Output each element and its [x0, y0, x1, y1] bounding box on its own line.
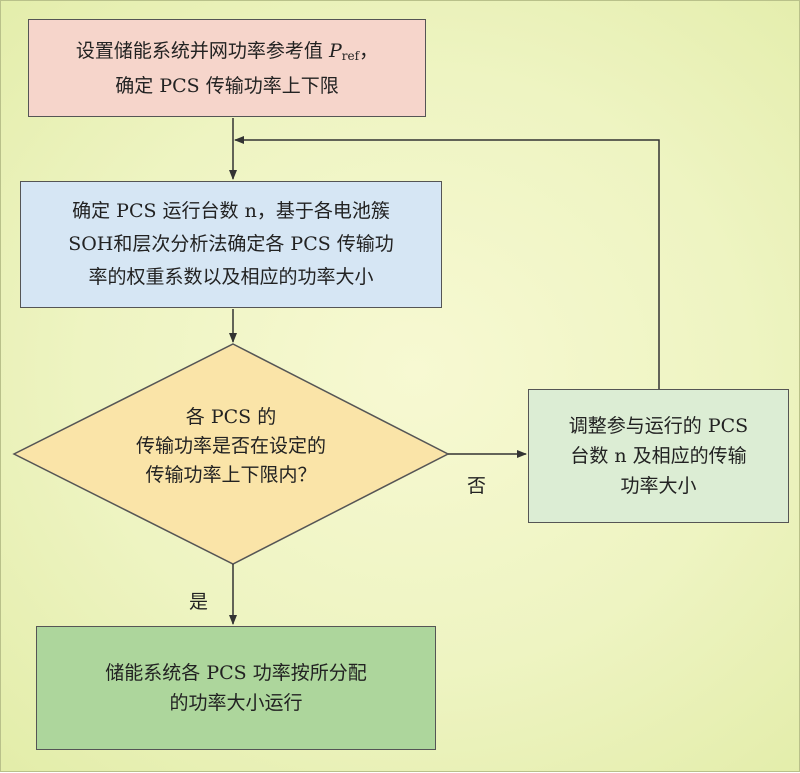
yes-branch-label: 是: [189, 591, 209, 613]
run-allocated-box: 储能系统各 PCS 功率按所分配 的功率大小运行: [36, 626, 436, 750]
arrow-box3-loop-back: [234, 136, 660, 389]
adjust-count-text: 调整参与运行的 PCS 台数 n 及相应的传输 功率大小: [568, 415, 749, 497]
p-ref-symbol: Pref: [328, 39, 360, 63]
set-reference-line1: 设置储能系统并网功率参考值 Pref，: [75, 39, 379, 63]
determine-weights-text: 确定 PCS 运行台数 n，基于各电池簇 SOH和层次分析法确定各 PCS 传输…: [68, 200, 394, 288]
check-limits-text: 各 PCS 的 传输功率是否在设定的 传输功率上下限内？: [135, 406, 326, 486]
no-branch-label: 否: [467, 475, 487, 497]
determine-weights-box: 确定 PCS 运行台数 n，基于各电池簇 SOH和层次分析法确定各 PCS 传输…: [20, 181, 442, 308]
set-reference-box: 设置储能系统并网功率参考值 Pref， 确定 PCS 传输功率上下限: [28, 19, 426, 117]
adjust-count-box: 调整参与运行的 PCS 台数 n 及相应的传输 功率大小: [528, 389, 789, 523]
set-reference-line2: 确定 PCS 传输功率上下限: [115, 74, 339, 97]
run-allocated-text: 储能系统各 PCS 功率按所分配 的功率大小运行: [105, 662, 367, 714]
